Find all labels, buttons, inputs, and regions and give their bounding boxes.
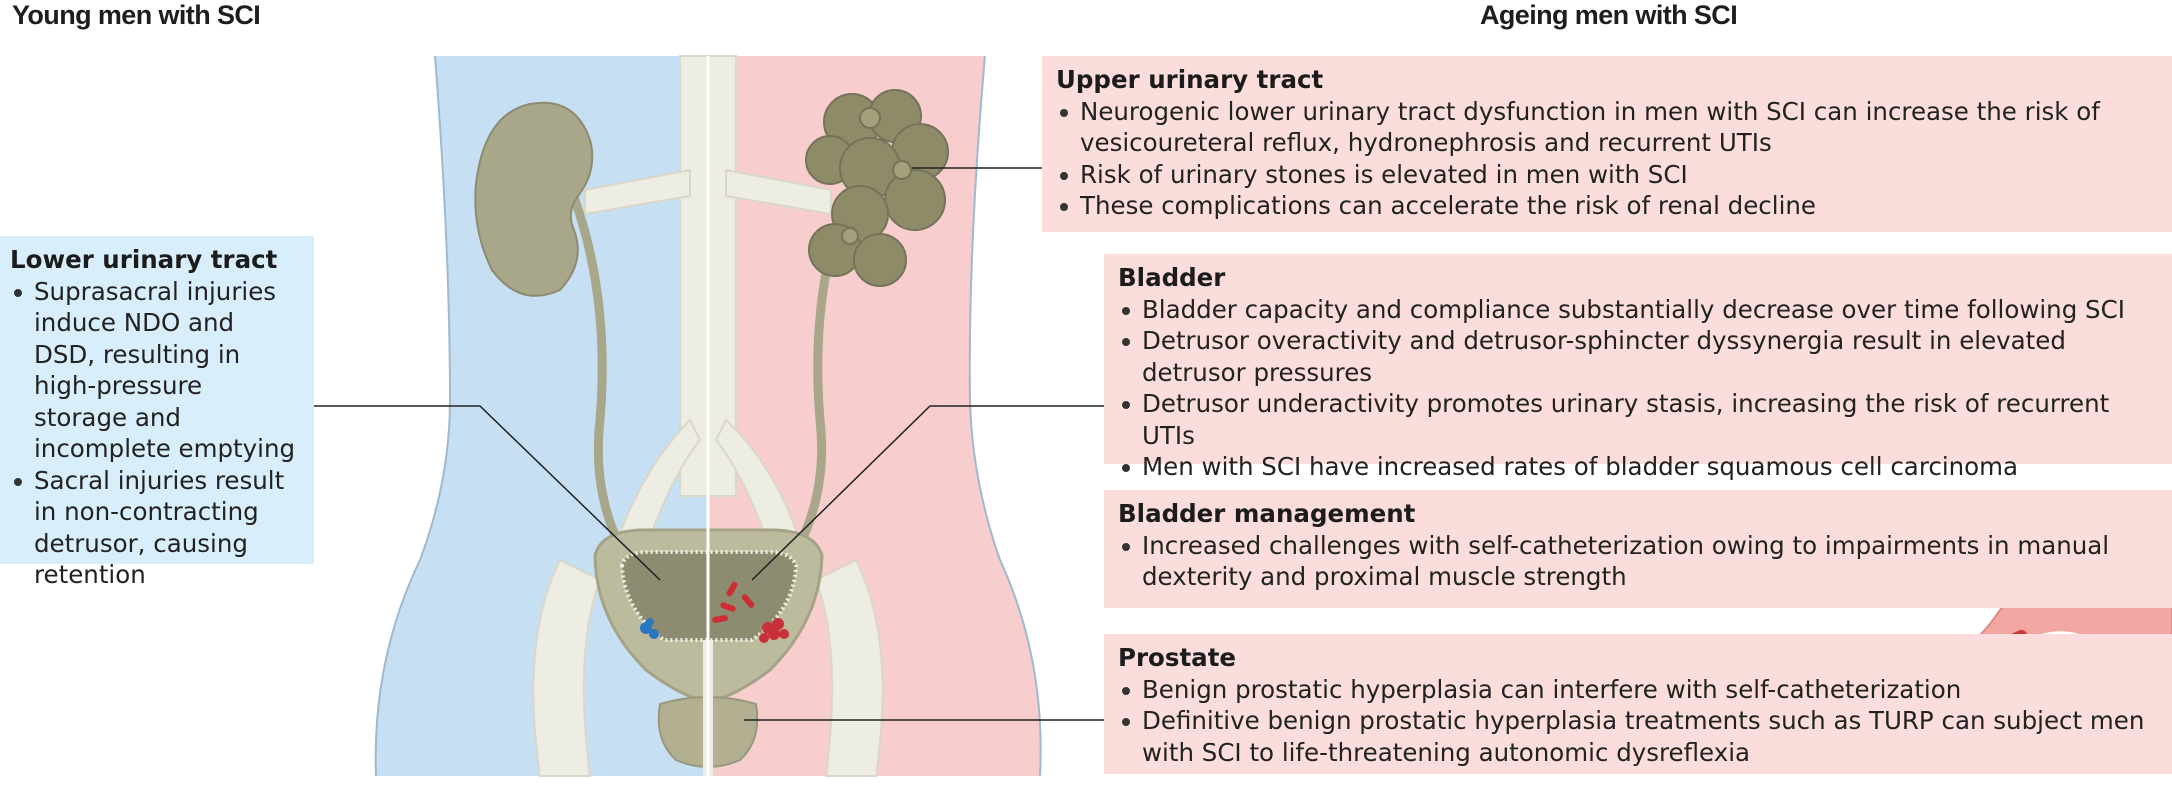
ageing-men-heading: Ageing men with SCI bbox=[1480, 0, 1738, 30]
bladder-panel: Bladder Bladder capacity and compliance … bbox=[1104, 254, 2172, 481]
stone-markers bbox=[640, 618, 659, 639]
list-item: Detrusor overactivity and detrusor-sphin… bbox=[1118, 325, 2158, 388]
healthy-kidney bbox=[474, 101, 594, 297]
bacteria-markers bbox=[712, 581, 755, 623]
list-item: Increased challenges with self-catheteri… bbox=[1118, 530, 2158, 593]
list-item: Benign prostatic hyperplasia can interfe… bbox=[1118, 674, 2158, 706]
list-item: Bladder capacity and compliance substant… bbox=[1118, 294, 2158, 326]
list-item: Detrusor underactivity promotes urinary … bbox=[1118, 388, 2158, 451]
panel-list: Increased challenges with self-catheteri… bbox=[1118, 530, 2158, 593]
panel-list: Benign prostatic hyperplasia can interfe… bbox=[1118, 674, 2158, 769]
prostate-panel: Prostate Benign prostatic hyperplasia ca… bbox=[1104, 634, 2172, 774]
panel-list: Suprasacral injuries induce NDO and DSD,… bbox=[10, 276, 300, 591]
young-men-heading: Young men with SCI bbox=[12, 0, 261, 30]
leader-lines bbox=[314, 167, 1104, 721]
list-item: These complications can accelerate the r… bbox=[1056, 190, 2158, 222]
panel-list: Neurogenic lower urinary tract dysfuncti… bbox=[1056, 96, 2158, 222]
list-item: Neurogenic lower urinary tract dysfuncti… bbox=[1056, 96, 2158, 159]
upper-urinary-tract-panel: Upper urinary tract Neurogenic lower uri… bbox=[1042, 56, 2172, 232]
list-item: Men with SCI have increased rates of bla… bbox=[1118, 451, 2158, 483]
panel-title: Prostate bbox=[1118, 643, 1237, 672]
list-item: Definitive benign prostatic hyperplasia … bbox=[1118, 705, 2158, 768]
list-item: Sacral injuries result in non-contractin… bbox=[10, 465, 300, 591]
damaged-kidney bbox=[805, 89, 949, 287]
panel-title: Upper urinary tract bbox=[1056, 65, 1324, 94]
torso-outline bbox=[374, 55, 1042, 777]
tumor-marker bbox=[759, 618, 789, 643]
list-item: Risk of urinary stones is elevated in me… bbox=[1056, 159, 2158, 191]
list-item: Suprasacral injuries induce NDO and DSD,… bbox=[10, 276, 300, 465]
bladder-management-panel: Bladder management Increased challenges … bbox=[1104, 490, 2172, 608]
panel-title: Bladder bbox=[1118, 263, 1226, 292]
panel-title: Bladder management bbox=[1118, 499, 1416, 528]
panel-title: Lower urinary tract bbox=[10, 245, 278, 274]
lower-urinary-tract-panel: Lower urinary tract Suprasacral injuries… bbox=[0, 236, 314, 589]
panel-list: Bladder capacity and compliance substant… bbox=[1118, 294, 2158, 483]
